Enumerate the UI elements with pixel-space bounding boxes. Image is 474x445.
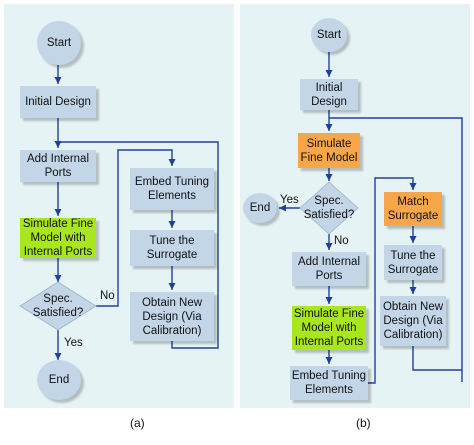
simulate-fine-model-internal-box-b: Simulate Fine Model with Internal Ports — [292, 306, 366, 350]
decision-text-b: Spec. Satisfied? — [303, 195, 355, 221]
decision-b-diamond — [299, 181, 359, 235]
no-label-b: No — [334, 235, 349, 247]
start-node-a: Start — [37, 21, 81, 65]
arrow-a-obtain-return — [171, 331, 219, 349]
initial-design-box-a: Initial Design — [20, 86, 96, 118]
start-node-b: Start — [311, 18, 347, 52]
arrow-b-embed-match — [368, 177, 417, 384]
no-label-a: No — [100, 290, 115, 302]
caption-a: (a) — [130, 416, 145, 430]
arrow-a-loop-back — [58, 141, 219, 331]
tune-surrogate-box-a: Tune the Surrogate — [130, 230, 214, 266]
yes-label-b: Yes — [280, 194, 299, 206]
add-internal-ports-box-b: Add Internal Ports — [292, 252, 366, 286]
decision-text-a: Spec. Satisfied? — [32, 293, 84, 319]
arrow-b-loop-back — [329, 117, 463, 382]
add-internal-ports-box-a: Add Internal Ports — [20, 150, 96, 182]
match-surrogate-box-b: Match Surrogate — [384, 192, 442, 226]
simulate-fine-model-box-a: Simulate Fine Model with Internal Ports — [20, 218, 96, 258]
end-node-a: End — [37, 360, 81, 400]
obtain-design-box-a: Obtain New Design (Via Calibration) — [130, 292, 214, 341]
initial-design-box-b: Initial Design — [300, 79, 358, 110]
tune-surrogate-box-b: Tune the Surrogate — [384, 245, 442, 280]
end-node-b: End — [243, 193, 277, 223]
arrow-b-obtain-return — [412, 346, 462, 371]
simulate-fine-model-box-b: Simulate Fine Model — [298, 133, 360, 168]
decision-a-diamond — [19, 281, 97, 331]
embed-tuning-box-b: Embed Tuning Elements — [290, 366, 368, 400]
embed-tuning-box-a: Embed Tuning Elements — [130, 168, 214, 210]
obtain-design-box-b: Obtain New Design (Via Calibration) — [380, 296, 446, 346]
yes-label-a: Yes — [64, 337, 83, 349]
arrow-a-no-branch — [96, 149, 176, 307]
caption-b: (b) — [356, 416, 371, 430]
